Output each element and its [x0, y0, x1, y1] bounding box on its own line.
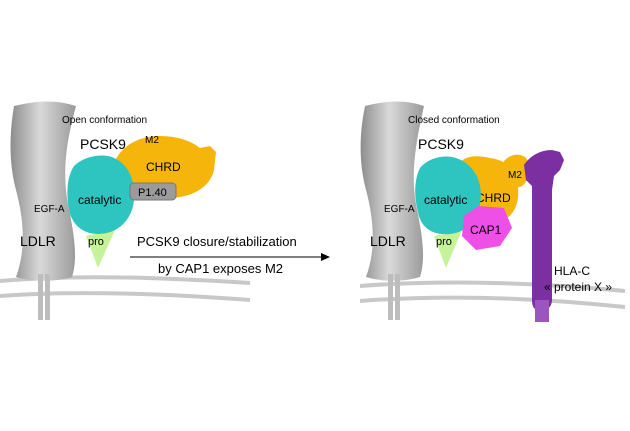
left-pro-domain [86, 230, 115, 268]
left-antibody-box [129, 182, 177, 201]
left-chrd-label: CHRD [146, 160, 181, 174]
transition-arrow [130, 253, 330, 261]
right-catalytic-domain [415, 156, 481, 235]
right-pcsk9-title: PCSK9 [418, 136, 464, 152]
left-catalytic-label: catalytic [78, 193, 121, 207]
left-pcsk9-title: PCSK9 [80, 136, 126, 152]
right-hla-protein [524, 150, 564, 310]
right-hla-tail [535, 300, 549, 322]
right-egfa-label: EGF-A [384, 204, 415, 215]
left-m2-label: M2 [145, 135, 159, 146]
left-membrane [0, 275, 251, 302]
right-hla-label: HLA-C [554, 264, 590, 278]
right-catalytic-label: catalytic [424, 193, 467, 207]
left-ldlr-label: LDLR [20, 233, 56, 249]
left-antibody-label: P1.40 [138, 187, 167, 199]
arrow-caption-line1: PCSK9 closure/stabilization [137, 234, 297, 249]
right-m2-domain [502, 154, 530, 188]
right-protein-x-label: « protein X » [544, 280, 612, 294]
right-conformation-label: Closed conformation [408, 115, 500, 126]
left-conformation-label: Open conformation [62, 115, 147, 126]
right-ldlr-label: LDLR [370, 233, 406, 249]
right-ldlr [360, 101, 424, 320]
left-pro-label: pro [88, 236, 104, 248]
left-catalytic-domain [67, 155, 135, 234]
right-cap1-label: CAP1 [470, 223, 502, 237]
right-chrd-label: CHRD [476, 191, 511, 205]
right-panel: LDLR EGF-A pro M2 CHRD catalytic CAP1 Cl… [359, 101, 626, 322]
right-cap1-domain [462, 206, 512, 250]
left-egfa-label: EGF-A [34, 204, 65, 215]
right-pro-label: pro [436, 236, 452, 248]
right-m2-label: M2 [508, 170, 522, 181]
arrow-caption-line2: by CAP1 exposes M2 [158, 261, 283, 276]
left-ldlr [10, 101, 76, 320]
right-pro-domain [434, 230, 462, 268]
left-panel: LDLR EGF-A pro M2 CHRD catalytic P1.40 O… [0, 101, 251, 320]
